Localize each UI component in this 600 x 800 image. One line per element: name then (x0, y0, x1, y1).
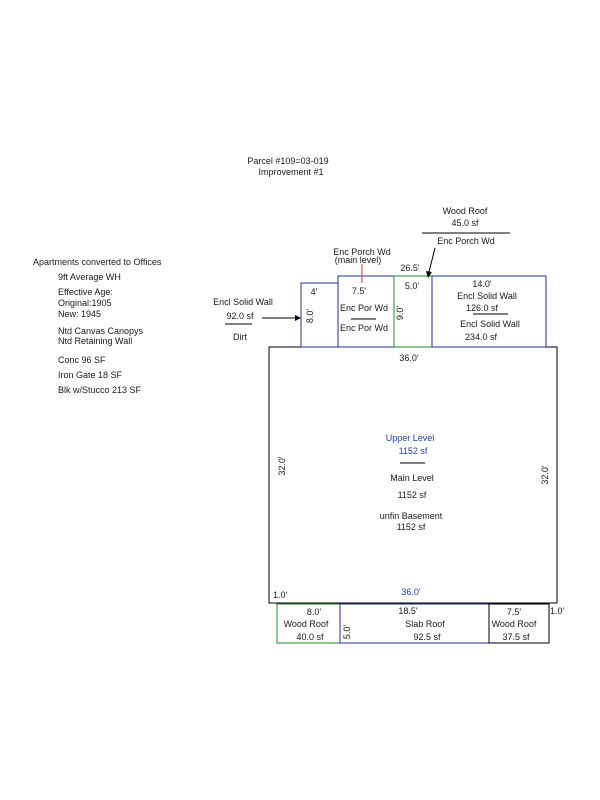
dim-9-vertical: 9.0' (395, 305, 405, 321)
notes-line: Original:1905 (58, 298, 112, 308)
bottom-right-label: Wood Roof (491, 619, 537, 629)
bottom-right-offset: 1.0' (550, 606, 565, 616)
wood-roof-arrowhead (426, 271, 432, 278)
notes-line: Iron Gate 18 SF (58, 370, 123, 380)
enc-porch-callout-line1: Enc Porch Wd (333, 247, 391, 257)
basement-area: 1152 sf (396, 522, 426, 532)
enc-porch-callout-line2: (main level) (334, 255, 382, 265)
basement-label: unfin Basement (379, 511, 443, 521)
bottom-mid-area: 92.5 sf (413, 632, 441, 642)
bottom-left-area: 40.0 sf (296, 632, 324, 642)
main-bottom-dim: 36.0' (401, 587, 421, 597)
bottom-right-area: 37.5 sf (502, 632, 530, 642)
bottom-left-label: Wood Roof (283, 619, 329, 629)
main-top-dim: 36.0' (399, 353, 419, 363)
bottom-mid-label: Slab Roof (405, 619, 445, 629)
upper-level-area: 1152 sf (398, 446, 428, 456)
wood-roof-arrow-line (427, 247, 436, 277)
enc-por-upper: Enc Por Wd (339, 303, 389, 313)
encl-wall-left-sub: Dirt (233, 332, 247, 342)
bottom-right-dim: 7.5' (506, 607, 522, 617)
right-lower-area: 234.0 sf (464, 332, 498, 342)
wood-roof-top-area: 45.0 sf (451, 218, 479, 228)
notes-line: Conc 96 SF (58, 355, 106, 365)
encl-wall-left-area: 92.0 sf (226, 311, 254, 321)
notes-line: Effective Age: (58, 287, 113, 297)
dim-5: 5.0' (404, 281, 420, 291)
notes-line: Ntd Retaining Wall (58, 336, 133, 346)
main-level-label: Main Level (390, 473, 434, 483)
notes-line: Ntd Canvas Canopys (58, 326, 144, 336)
notes-line: Blk w/Stucco 213 SF (58, 385, 142, 395)
dim-8-vertical: 8.0' (305, 308, 315, 324)
left-wall-arrowhead (295, 315, 301, 321)
main-right-dim: 32.0' (540, 465, 550, 485)
right-wall-outline (431, 275, 547, 348)
upper-level-label: Upper Level (385, 433, 435, 443)
bottom-mid-dim: 18.5' (398, 606, 418, 616)
right-upper-label: Encl Solid Wall (457, 291, 517, 301)
main-offset-dim: 1.0' (273, 590, 288, 600)
bottom-mid-side-dim: 5.0' (342, 624, 352, 640)
dim-7-5: 7.5' (351, 286, 367, 296)
main-left-dim: 32.0' (277, 456, 287, 476)
enc-por-lower: Enc Por Wd (339, 323, 389, 333)
improvement-title: Improvement #1 (258, 167, 324, 177)
wood-roof-top-sub: Enc Porch Wd (437, 236, 495, 246)
notes-title: Apartments converted to Offices (33, 257, 162, 267)
wood-roof-top-label: Wood Roof (442, 206, 488, 216)
bottom-right-roof-outline (488, 603, 550, 644)
bottom-left-dim: 8.0' (306, 607, 322, 617)
notes-line: New: 1945 (58, 309, 102, 319)
notes-line: 9ft Average WH (58, 272, 121, 282)
main-level-area: 1152 sf (397, 490, 427, 500)
parcel-title: Parcel #109=03-019 (247, 156, 329, 166)
encl-wall-left-label: Encl Solid Wall (213, 297, 273, 307)
right-upper-area: 126.0 sf (465, 303, 499, 313)
dim-14: 14.0' (472, 279, 492, 289)
right-lower-label: Encl Solid Wall (460, 319, 520, 329)
dim-4: 4' (310, 287, 318, 297)
dim-26-5: 26.5' (400, 263, 420, 273)
